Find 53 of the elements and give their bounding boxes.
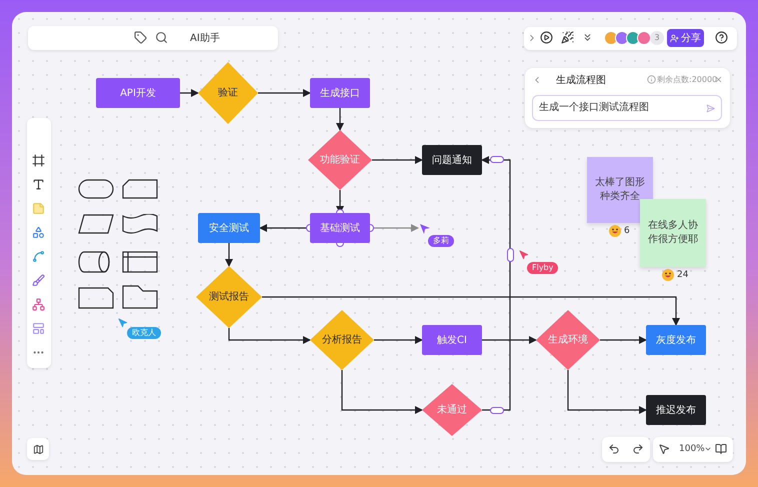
- wave-shape: [122, 214, 158, 234]
- arrow: [600, 336, 647, 344]
- node-label: 未通过: [437, 403, 467, 418]
- process-box: 触发CI: [422, 325, 482, 355]
- toolbar-label: AI助手: [190, 32, 220, 46]
- node-label: 功能验证: [320, 153, 360, 168]
- points-remaining: 剩余点数:20000: [657, 74, 718, 86]
- node-label: 测试报告: [209, 290, 249, 304]
- process-box: 基础测试: [310, 213, 370, 243]
- terminal-shape: [78, 179, 114, 199]
- cursor-name-tag: 多莉: [428, 235, 454, 247]
- process-box: 生成接口: [310, 78, 370, 108]
- arrow: [341, 370, 423, 414]
- decision-diamond: [198, 62, 258, 124]
- process-box: 问题通知: [422, 145, 482, 175]
- arrow: [374, 336, 423, 344]
- card-shape: [122, 179, 158, 199]
- node-label: 生成环境: [548, 333, 588, 348]
- reaction-count: 6: [624, 224, 630, 238]
- decision-diamond: [422, 384, 482, 436]
- folder-shape: [122, 285, 158, 309]
- arrow: [372, 156, 423, 164]
- arrow: [225, 243, 233, 267]
- arrow: [482, 336, 537, 344]
- arrow: [262, 296, 680, 326]
- decision-diamond: [308, 130, 372, 190]
- process-box: 安全测试: [198, 213, 260, 243]
- cylinder-shape: [78, 251, 110, 273]
- decision-diamond: [536, 310, 600, 370]
- reaction-count: 24: [677, 268, 688, 282]
- arrow: [336, 108, 344, 131]
- arrow: [180, 89, 199, 97]
- decision-diamond: [196, 266, 262, 328]
- sticky-note: 在线多人协作很方便耶: [640, 199, 706, 267]
- prompt-input: 生成一个接口测试流程图: [532, 95, 722, 121]
- process-box: API开发: [96, 78, 180, 108]
- share-button: 分享: [667, 29, 704, 47]
- table-shape: [122, 251, 158, 273]
- node-label: 分析报告: [322, 333, 362, 348]
- decision-diamond: [310, 310, 374, 370]
- zoom-level: 100%: [679, 443, 705, 456]
- page-shape: [78, 287, 114, 309]
- process-box: 灰度发布: [646, 325, 706, 355]
- parallelogram-shape: [78, 214, 114, 234]
- arrow: [481, 156, 511, 411]
- arrow: [228, 328, 311, 344]
- arrow: [567, 370, 647, 414]
- cursor-name-tag: 欧克人: [127, 327, 161, 339]
- cursor-name-tag: Flyby: [527, 262, 558, 274]
- arrow: [258, 89, 311, 97]
- process-box: 推迟发布: [646, 395, 706, 425]
- node-label: 验证: [218, 86, 238, 100]
- panel-title: 生成流程图: [556, 74, 606, 88]
